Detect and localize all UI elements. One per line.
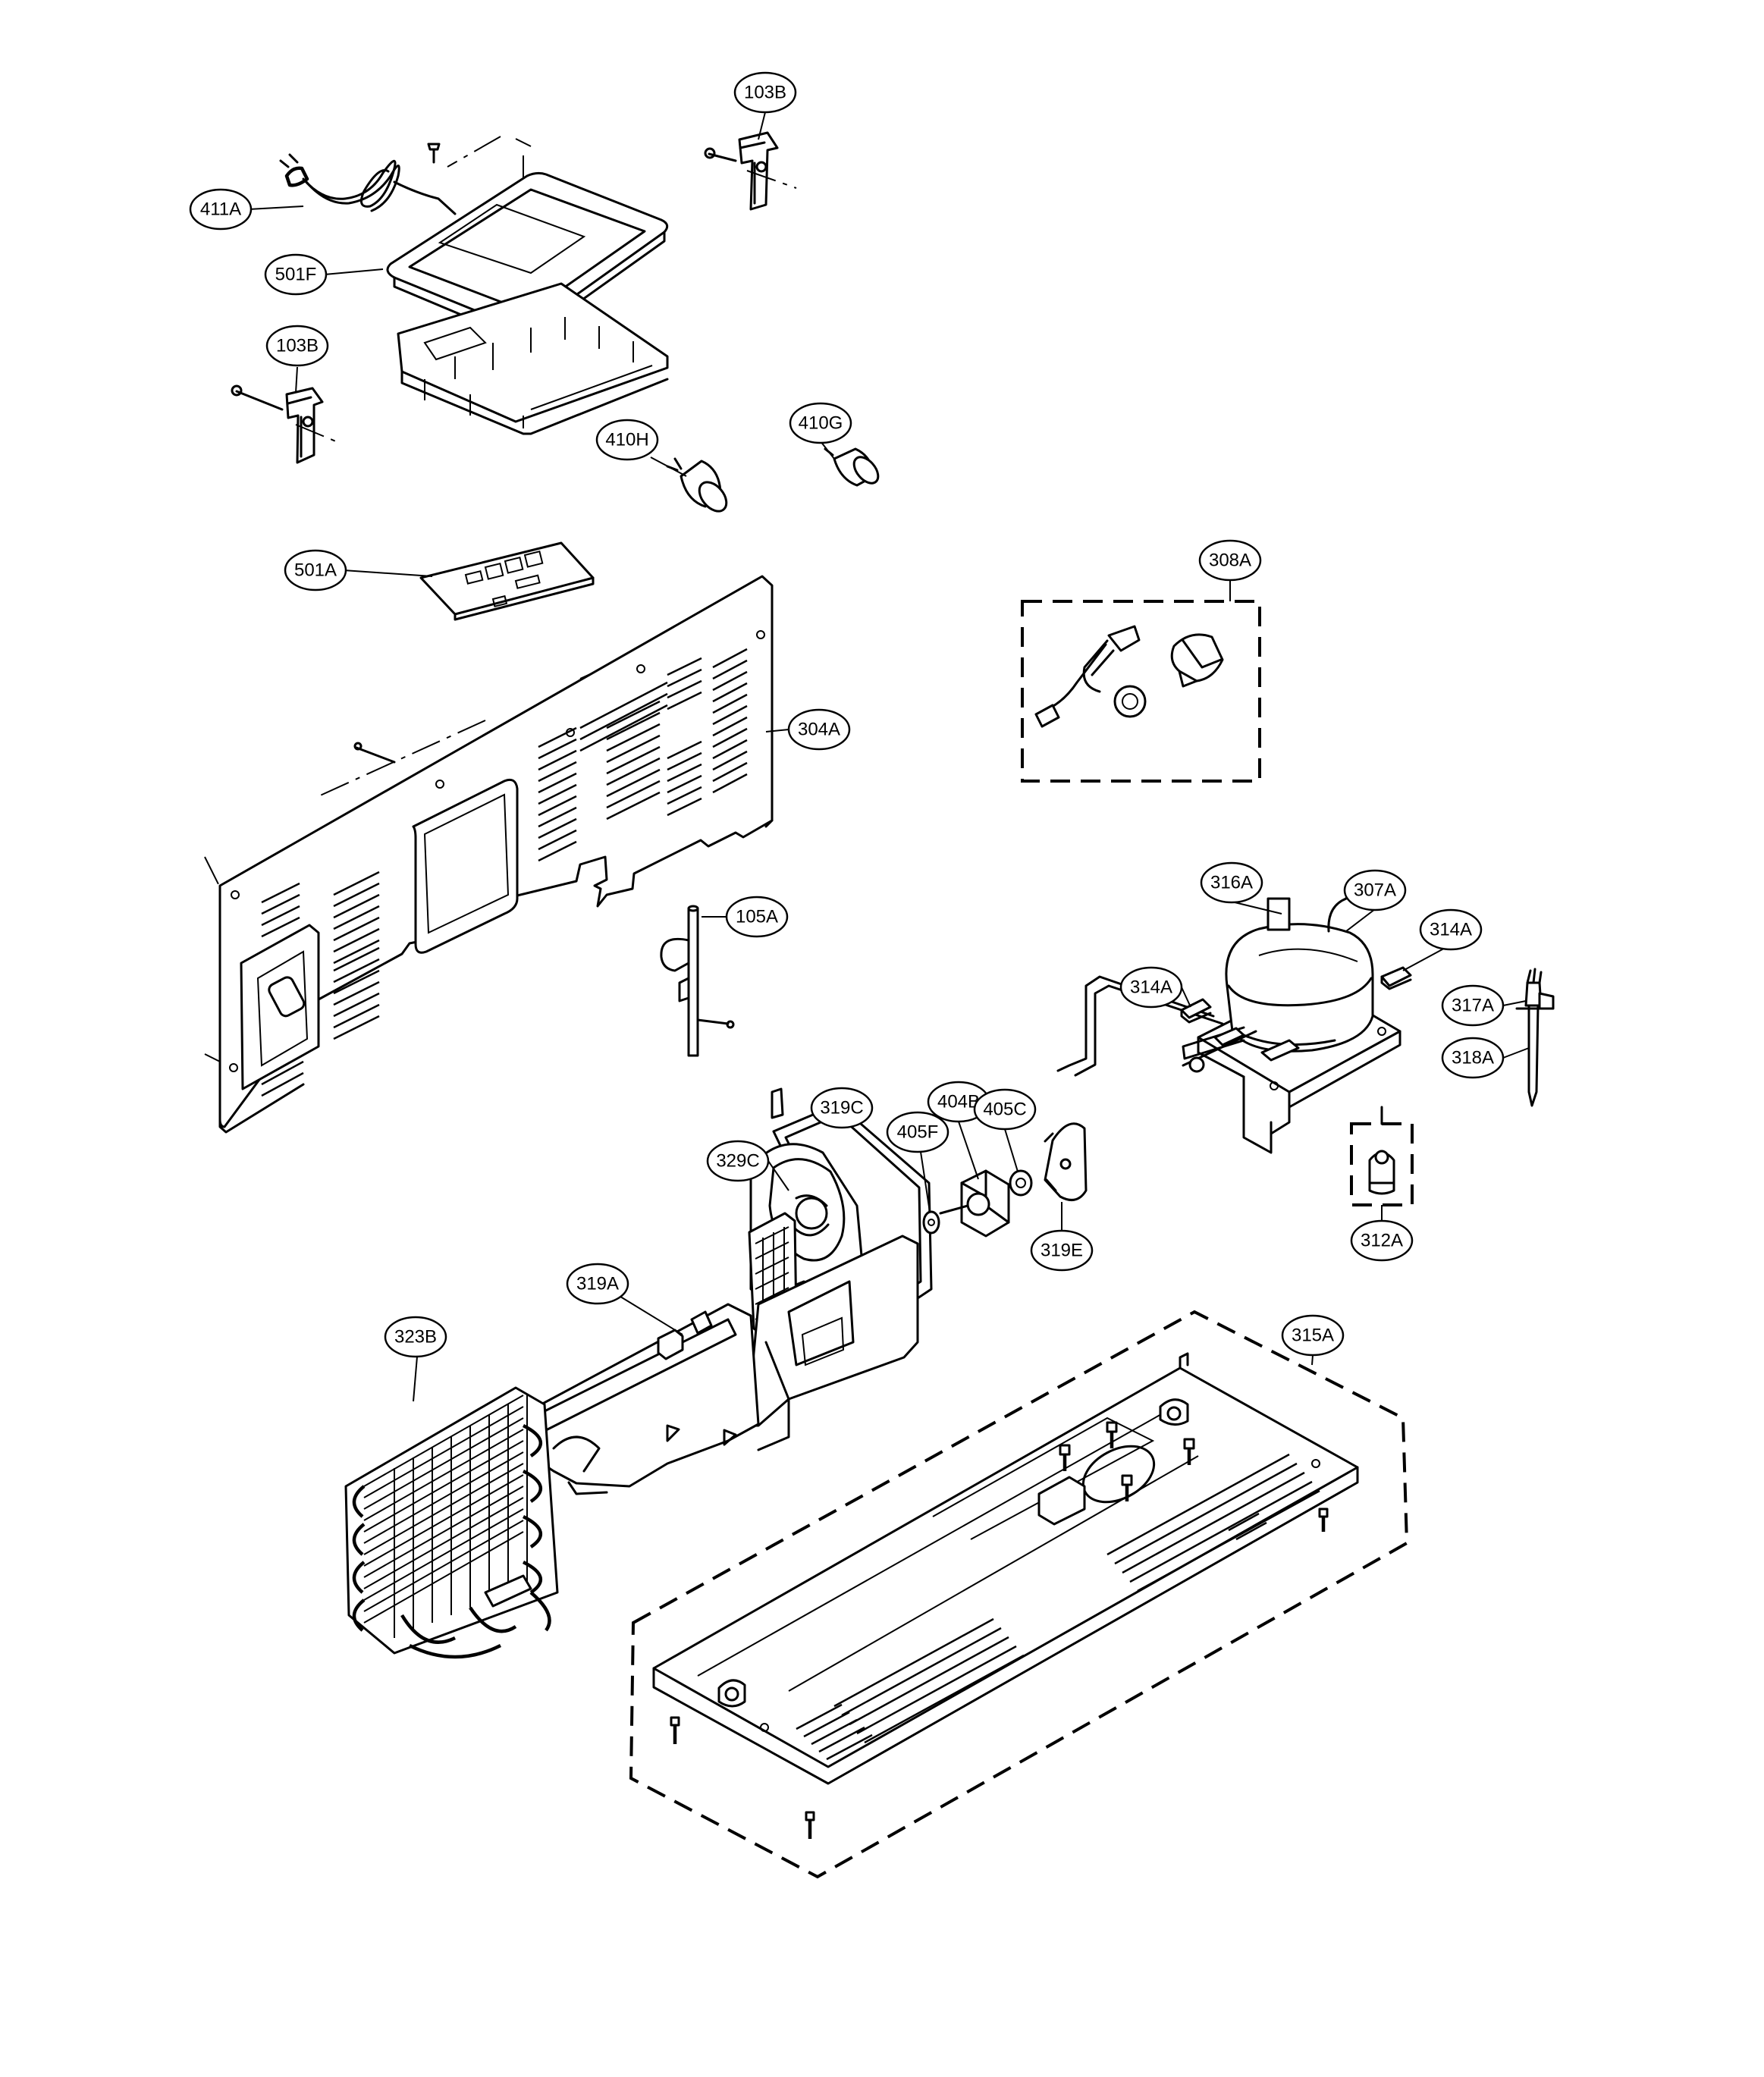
callout-label: 105A (736, 907, 778, 927)
callout-label: 411A (200, 199, 241, 220)
callout-label: 308A (1209, 551, 1251, 571)
drain-pan-319a (514, 1303, 760, 1495)
callout-307a: 307A (1343, 869, 1407, 911)
callout-label: 304A (798, 720, 840, 740)
callout-label: 103B (744, 83, 786, 103)
drain-tube-105a (660, 905, 735, 1057)
callout-label: 410H (605, 430, 648, 450)
callout-103b-top: 103B (733, 71, 797, 114)
pcb-501a (419, 541, 595, 621)
bracket-103b-left (231, 384, 342, 464)
callout-315a: 315A (1281, 1314, 1345, 1357)
callout-label: 316A (1210, 873, 1253, 893)
callout-317a: 317A (1441, 984, 1505, 1027)
callout-323b: 323B (384, 1316, 447, 1358)
callout-319a: 319A (566, 1263, 629, 1305)
callout-label: 318A (1452, 1048, 1494, 1068)
base-plate-vents (796, 1453, 1320, 1761)
leader-lines (248, 111, 1530, 1402)
callout-410g: 410G (789, 402, 852, 444)
callout-label: 405F (897, 1122, 939, 1143)
callout-label: 312A (1361, 1231, 1403, 1251)
callout-label: 405C (983, 1100, 1026, 1120)
capacitor-410g (824, 447, 880, 487)
control-box-cover (386, 136, 669, 435)
fan-shroud-assembly (745, 1087, 933, 1451)
fan-blade-319e (1044, 1122, 1088, 1201)
callout-314a-right: 314A (1419, 908, 1483, 951)
rear-panel-vents (261, 648, 748, 1097)
callout-329c: 329C (706, 1140, 770, 1182)
callout-label: 315A (1292, 1326, 1334, 1346)
callout-304a: 304A (787, 708, 851, 751)
callout-label: 319E (1041, 1241, 1083, 1261)
callout-103b-left: 103B (265, 325, 329, 367)
callout-label: 319C (820, 1098, 863, 1119)
service-valve-312a (1350, 1106, 1414, 1206)
callout-label: 329C (716, 1151, 759, 1172)
callout-501a: 501A (284, 549, 347, 591)
fan-motor-404b (939, 1169, 1010, 1238)
callout-label: 410G (799, 413, 843, 434)
callout-319e: 319E (1030, 1229, 1094, 1272)
grommet-314a-left (1180, 998, 1212, 1024)
callout-label: 501A (294, 560, 337, 581)
callout-410h: 410H (595, 419, 659, 461)
capacitor-410h (666, 457, 728, 513)
bracket-103b-top (704, 131, 797, 211)
callout-label: 314A (1130, 977, 1172, 998)
callout-405f: 405F (886, 1111, 949, 1153)
callout-319c: 319C (810, 1087, 874, 1129)
washer-405c (1009, 1169, 1033, 1197)
callout-105a: 105A (725, 896, 789, 938)
callout-318a: 318A (1441, 1037, 1505, 1079)
callout-label: 314A (1430, 920, 1472, 940)
compressor-307a (1056, 887, 1401, 1154)
callout-314a-left: 314A (1119, 966, 1183, 1009)
thermostat-317a (1515, 968, 1555, 1107)
callout-312a: 312A (1350, 1219, 1414, 1262)
power-cord (279, 153, 457, 215)
callout-label: 307A (1354, 880, 1396, 901)
relay-kit-308a (1021, 600, 1261, 783)
callout-411a: 411A (189, 188, 253, 231)
callout-308a: 308A (1198, 539, 1262, 582)
base-plate-315a (629, 1310, 1409, 1879)
grommet-314a-right (1380, 966, 1412, 990)
callout-label: 404B (937, 1092, 980, 1112)
washer-405f (922, 1210, 940, 1235)
condenser-coil-323b (344, 1386, 559, 1659)
callout-label: 501F (275, 265, 317, 285)
callout-label: 317A (1452, 996, 1494, 1016)
condenser-fins (363, 1395, 528, 1638)
callout-label: 319A (576, 1274, 619, 1294)
callout-label: 323B (394, 1327, 437, 1348)
overload-316a (1267, 897, 1291, 931)
callout-405c: 405C (973, 1088, 1037, 1131)
callout-501f: 501F (264, 253, 328, 296)
rear-panel-304a (204, 575, 774, 1134)
callout-316a: 316A (1200, 861, 1263, 904)
callout-label: 103B (276, 336, 319, 356)
